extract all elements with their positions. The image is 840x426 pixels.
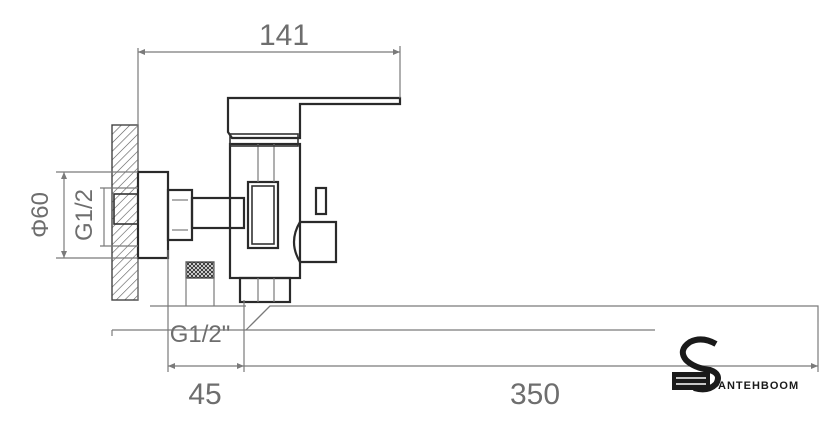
wall-section (111, 48, 139, 301)
inlet-fitting (113, 188, 246, 242)
dimension-lines (56, 46, 819, 372)
wall-flange (136, 170, 170, 260)
lever-handle (226, 96, 402, 147)
spout (111, 305, 819, 336)
outlet-nut (238, 276, 292, 304)
faucet-body (228, 142, 302, 280)
logo-s-mark (679, 336, 721, 393)
diverter-knob (292, 186, 338, 264)
logo-brand-text: ANTEHBOOM (718, 380, 799, 392)
threaded-connector (185, 261, 215, 279)
dimension-inlet-thread: G1/2 (71, 189, 98, 241)
dimension-total-depth: 141 (259, 19, 309, 52)
logo-bath-icon (672, 372, 710, 390)
dimension-spout-length: 350 (510, 378, 560, 411)
dimension-outlet-thread: G1/2" (170, 321, 231, 348)
dimension-flange-diameter: Φ60 (27, 192, 54, 238)
santehboom-logo: ANTEHBOOM (672, 336, 799, 393)
dimension-connector-length: 45 (188, 378, 221, 411)
